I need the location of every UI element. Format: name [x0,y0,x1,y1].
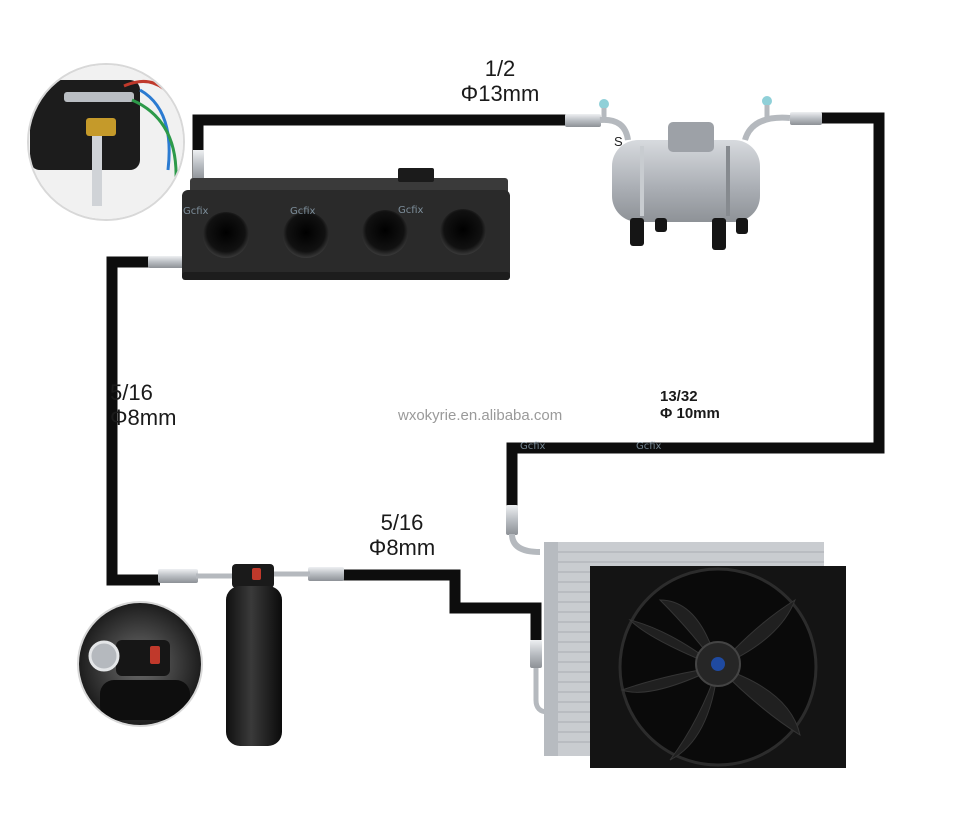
evaporator-bottom-edge [182,272,510,280]
air-vent-1 [203,212,249,258]
fitting-dryer-left [158,569,198,583]
fitting-evaporator-top [193,150,204,180]
fitting-compressor-discharge [790,112,822,125]
fitting-compressor-suction [565,114,601,127]
fitting-dryer-right [308,567,344,581]
hose-size-fraction: 5/16 [380,510,424,535]
air-vent-2 [283,212,329,258]
compressor-foot-2 [655,218,667,232]
hose-size-label-bottom: 5/16 Φ8mm [342,510,462,561]
inset-photo-evaporator-valve [27,63,185,221]
air-vent-4 [440,209,486,255]
hose-left-evaporator-to-dryer [106,256,160,586]
fitting-condenser-inlet [506,505,518,535]
service-valve-cap-right [762,96,772,106]
pipe-condenser-inlet [509,533,541,555]
brand-mark-5: Gcfix [636,441,662,452]
brand-marks: Gcfix Gcfix Gcfix Gcfix Gcfix [183,205,662,452]
fan-hub-badge [711,657,725,671]
hose-size-diameter: Φ8mm [368,535,436,561]
hose-size-fraction: 1/2 [484,56,516,81]
hose-size-fraction: 5/16 [110,380,153,405]
compressor-body [612,140,760,222]
receiver-dryer [226,564,282,746]
service-valve-cap-left [599,99,609,109]
inset-photo-dryer-valve [77,601,203,727]
hose-size-label-left: 5/16 Φ8mm [110,380,230,431]
evaporator-bracket [398,168,434,182]
fan-blades [620,598,801,761]
hose-top-evaporator-to-compressor [192,114,570,180]
hose-bottom-dryer-to-condenser [340,569,542,640]
hose-size-label-right: 13/32 Φ 10mm [660,388,770,423]
evaporator-unit [182,168,510,280]
hose-size-diameter: Φ13mm [460,81,540,107]
pipe-compressor-discharge [742,114,791,142]
compressor-rib-2 [726,146,730,216]
watermark-text: wxokyrie.en.alibaba.com [398,407,563,424]
compressor-foot-4 [736,218,748,234]
hose-size-diameter: Φ8mm [110,405,177,431]
hose-size-label-top: 1/2 Φ13mm [430,56,570,107]
dryer-sight-glass [252,568,261,580]
brand-mark-3: Gcfix [398,205,424,216]
port-mark-suction: S [614,134,623,149]
hose-right-compressor-to-condenser [506,112,885,510]
fitting-evaporator-left [148,256,184,268]
compressor-head [668,122,714,152]
brand-mark-2: Gcfix [290,206,316,217]
compressor-foot-1 [630,218,644,246]
compressor-rib-1 [640,146,644,216]
condenser-unit [544,542,846,768]
condenser-side-tank [544,542,558,756]
compressor-foot-3 [712,218,726,250]
dryer-cylinder [226,586,282,746]
brand-mark-4: Gcfix [520,441,546,452]
compressor-unit [599,96,772,250]
air-vent-3 [362,210,408,256]
evaporator-body [182,190,510,280]
fitting-condenser-outlet [530,640,542,668]
hose-size-diameter: Φ 10mm [660,405,720,423]
hose-size-fraction: 13/32 [660,388,698,405]
brand-mark-1: Gcfix [183,206,209,217]
